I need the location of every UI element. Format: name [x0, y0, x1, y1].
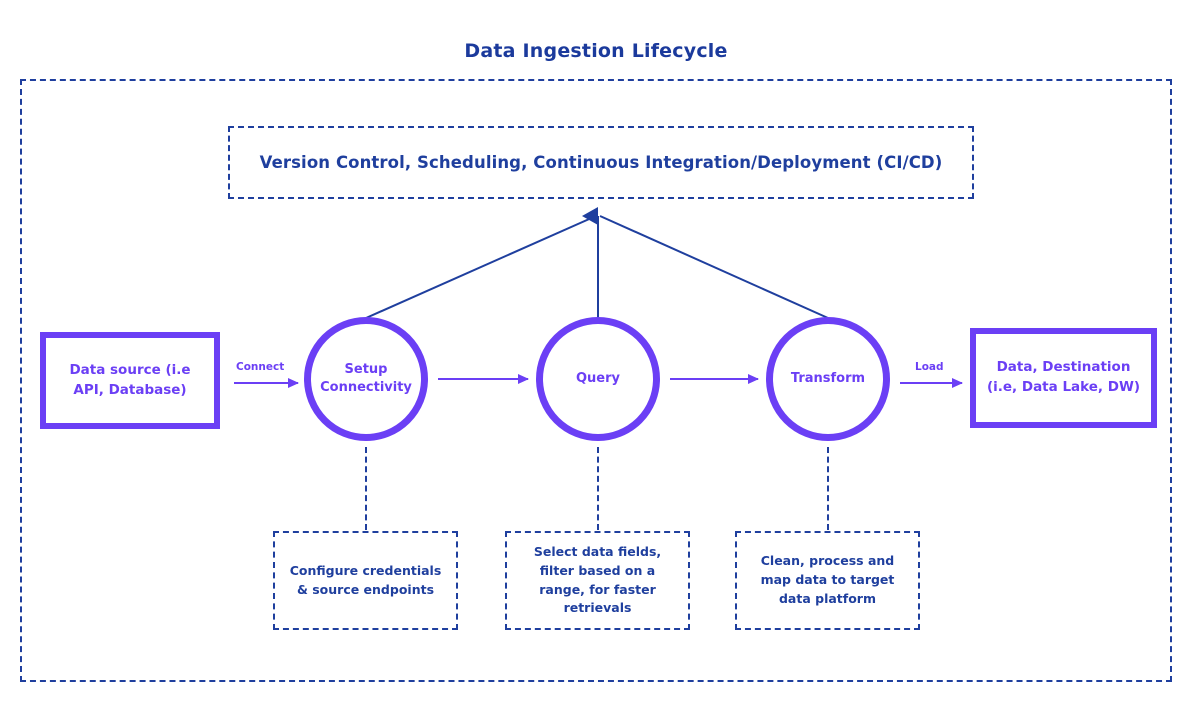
- connect-arrow-label: Connect: [236, 361, 285, 373]
- stage-label-setup-connectivity: Setup Connectivity: [320, 362, 412, 395]
- detail-text-transform: Clean, process and map data to target da…: [760, 553, 895, 606]
- lifecycle-outer-boundary: [20, 79, 1172, 682]
- load-arrow-label: Load: [915, 361, 944, 373]
- detail-text-setup-connectivity: Configure credentials & source endpoints: [289, 562, 442, 597]
- connect-arrow: [234, 378, 299, 388]
- data-source-label: Data source (i.e API, Database): [69, 361, 191, 398]
- dashed-connector-transform: [827, 447, 829, 530]
- stage-circle-query[interactable]: Query: [536, 317, 660, 441]
- detail-text-query: Select data fields, filter based on a ra…: [533, 544, 662, 616]
- stage-label-query: Query: [575, 371, 620, 387]
- stage-label-transform: Transform: [790, 371, 866, 387]
- detail-box-setup-connectivity: Configure credentials & source endpoints: [273, 531, 458, 630]
- arrow-query-to-transform: [670, 374, 759, 384]
- dashed-connector-setup: [365, 447, 367, 530]
- arrow-setup-to-query: [438, 374, 529, 384]
- governance-banner-label: Version Control, Scheduling, Continuous …: [259, 153, 943, 172]
- stage-circle-transform[interactable]: Transform: [766, 317, 890, 441]
- governance-banner: Version Control, Scheduling, Continuous …: [228, 126, 974, 199]
- stage-circle-setup-connectivity[interactable]: Setup Connectivity: [304, 317, 428, 441]
- page-title: Data Ingestion Lifecycle: [464, 40, 728, 62]
- detail-box-query: Select data fields, filter based on a ra…: [505, 531, 690, 630]
- data-destination-box: Data, Destination (i.e, Data Lake, DW): [970, 328, 1157, 428]
- data-source-box: Data source (i.e API, Database): [40, 332, 220, 429]
- dashed-connector-query: [597, 447, 599, 530]
- data-destination-label: Data, Destination (i.e, Data Lake, DW): [986, 359, 1141, 395]
- load-arrow: [900, 378, 963, 388]
- detail-box-transform: Clean, process and map data to target da…: [735, 531, 920, 630]
